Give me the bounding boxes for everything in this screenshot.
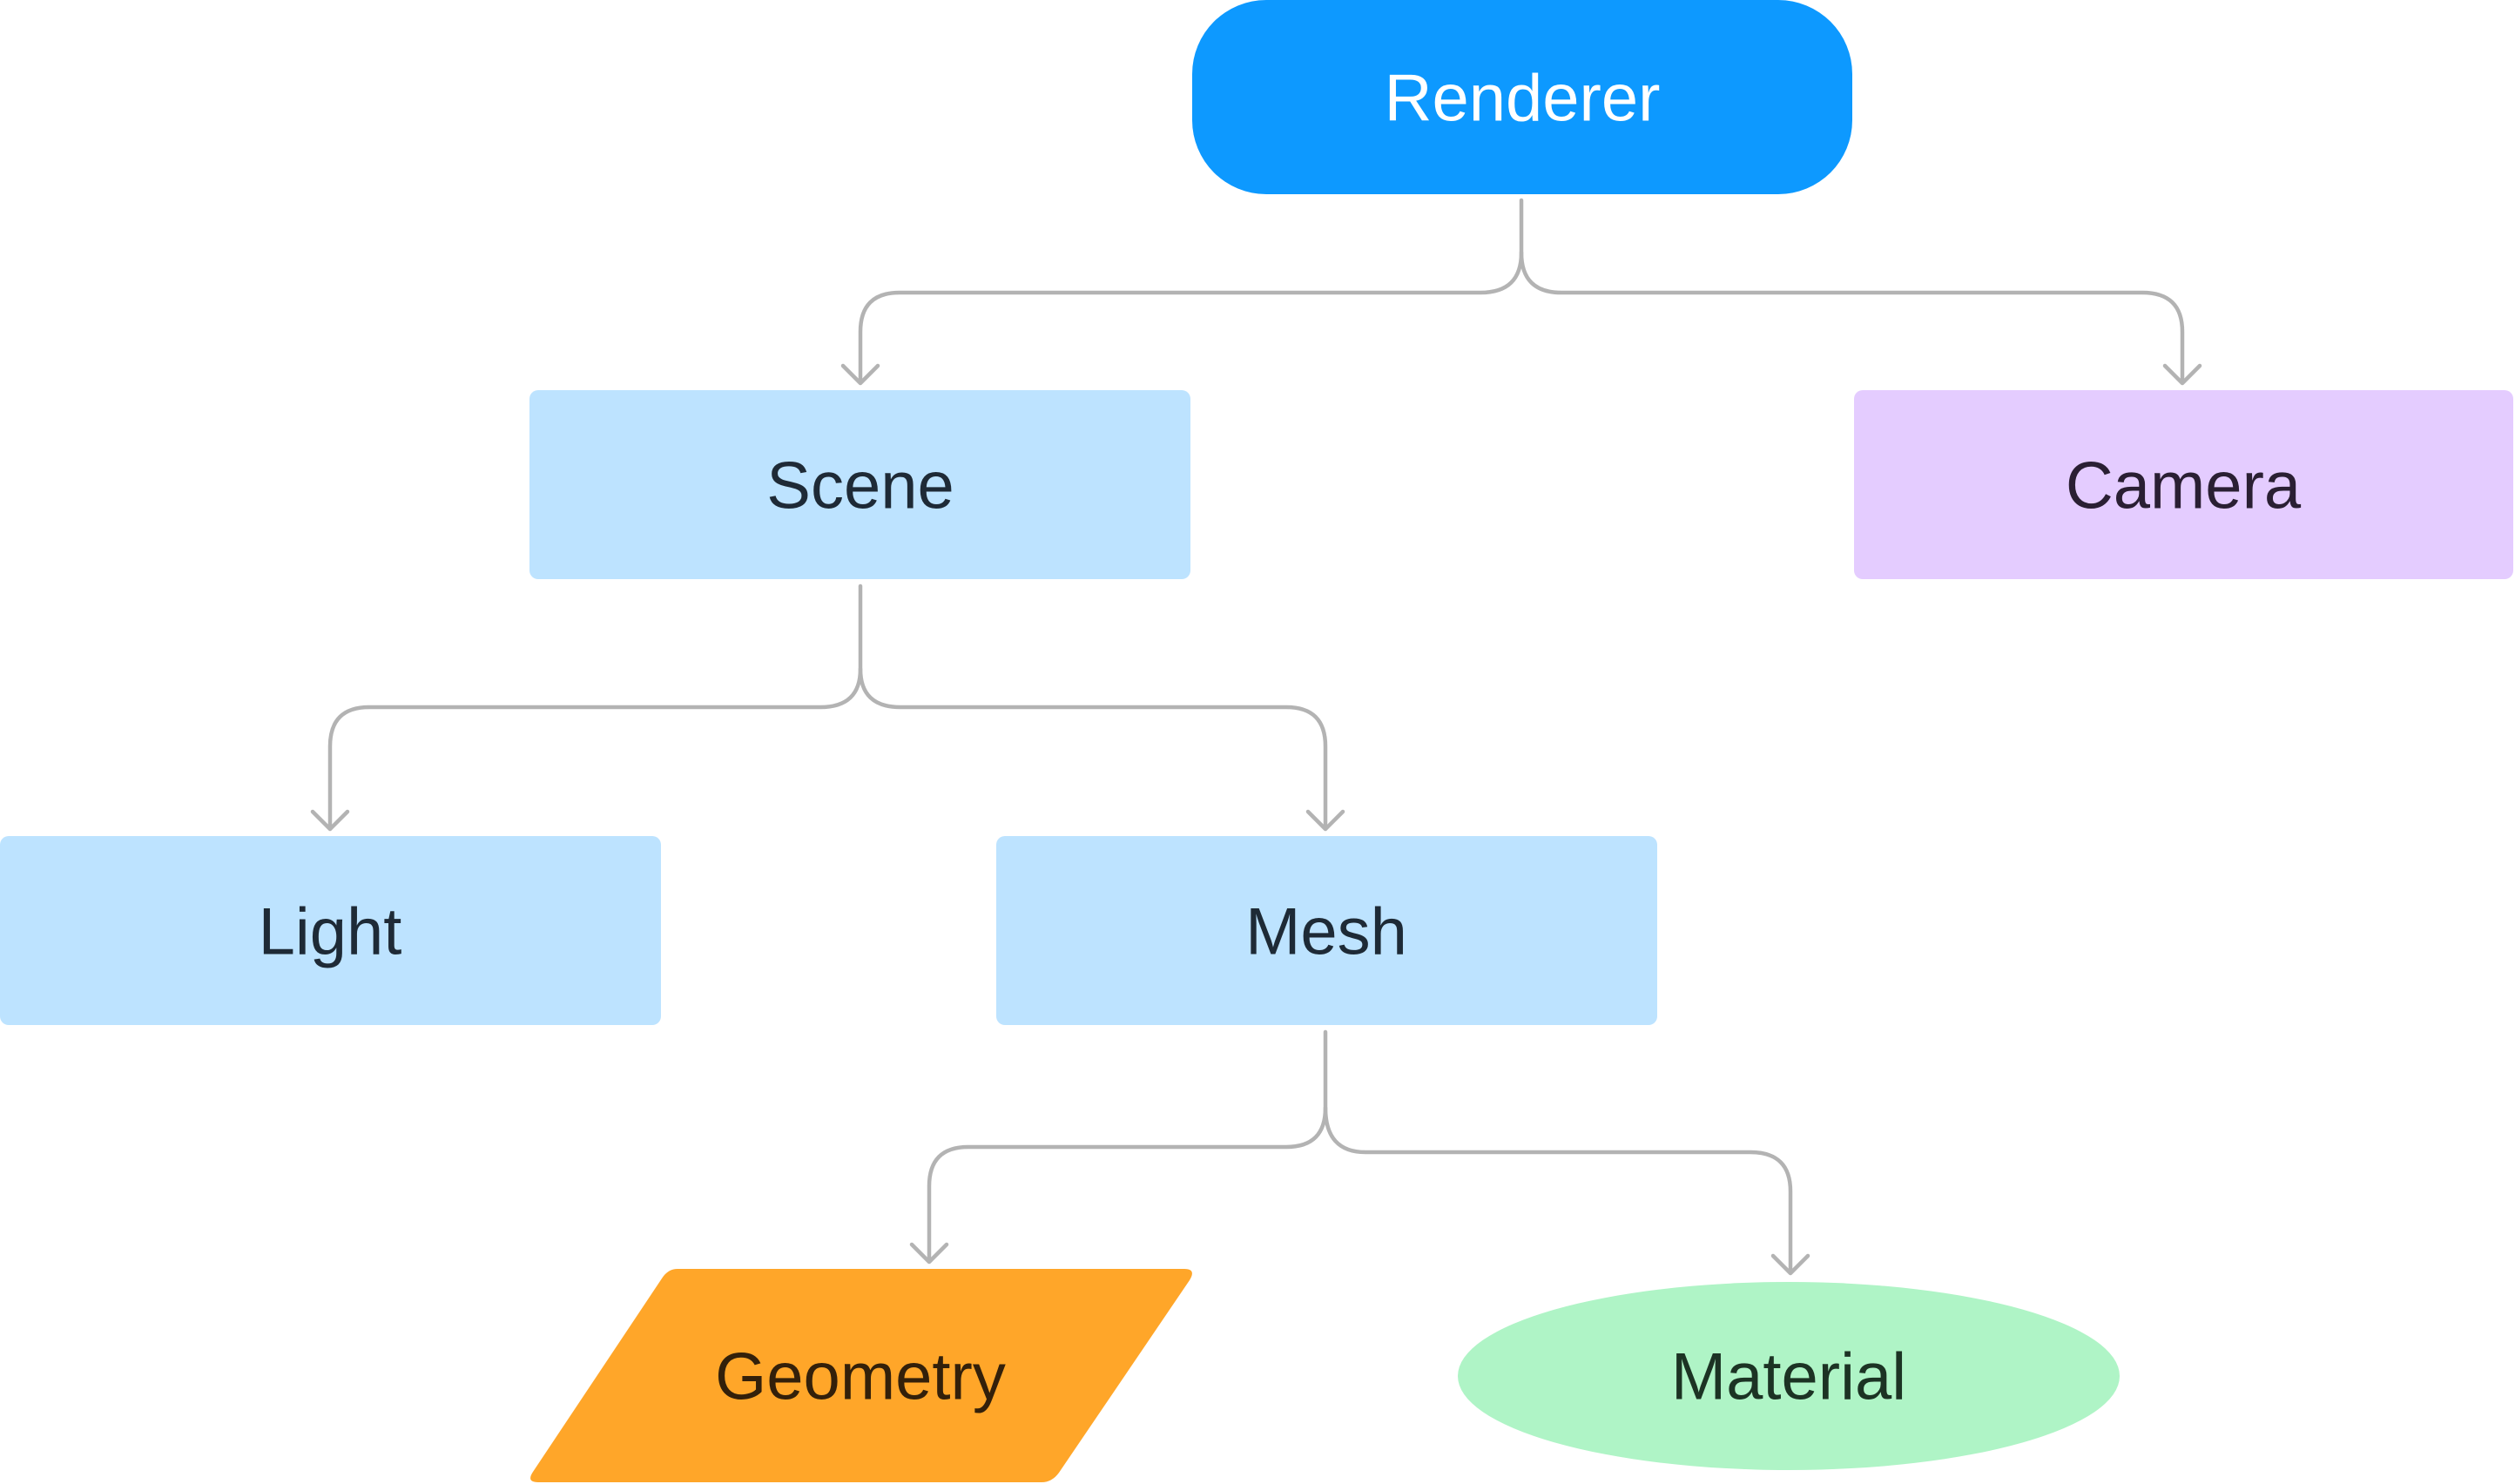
edge-scene-to-light bbox=[327, 583, 863, 830]
node-material-label: Material bbox=[1671, 1340, 1906, 1414]
node-scene[interactable]: Scene bbox=[529, 390, 1190, 579]
arrowhead-camera bbox=[2162, 363, 2202, 386]
node-renderer-shape bbox=[1192, 0, 1852, 194]
edge-mesh-to-geometry bbox=[927, 1029, 1328, 1263]
arrowhead-light bbox=[310, 809, 350, 832]
node-light-shape bbox=[0, 836, 661, 1025]
node-material[interactable]: Material bbox=[1458, 1282, 2120, 1470]
arrowhead-scene bbox=[840, 363, 880, 386]
node-geometry-shape bbox=[530, 1269, 1192, 1482]
arrowhead-geometry bbox=[909, 1242, 949, 1265]
node-mesh-label: Mesh bbox=[1245, 895, 1407, 969]
node-scene-label: Scene bbox=[766, 449, 954, 523]
node-camera[interactable]: Camera bbox=[1854, 390, 2513, 579]
node-light[interactable]: Light bbox=[0, 836, 661, 1025]
node-camera-shape bbox=[1854, 390, 2513, 579]
node-geometry-label: Geometry bbox=[715, 1340, 1006, 1414]
node-light-label: Light bbox=[259, 895, 402, 969]
arrowhead-material bbox=[1770, 1253, 1810, 1276]
node-scene-shape bbox=[529, 390, 1190, 579]
edge-mesh-to-material bbox=[1323, 1105, 1793, 1274]
node-renderer-label: Renderer bbox=[1385, 62, 1661, 136]
node-geometry[interactable]: Geometry bbox=[530, 1269, 1192, 1482]
node-renderer[interactable]: Renderer bbox=[1192, 0, 1852, 194]
node-camera-label: Camera bbox=[2066, 449, 2302, 523]
arrowhead-mesh bbox=[1305, 809, 1345, 832]
edge-scene-to-mesh bbox=[858, 666, 1328, 830]
node-mesh[interactable]: Mesh bbox=[996, 836, 1657, 1025]
connectors bbox=[310, 198, 2202, 1276]
edge-renderer-to-scene bbox=[858, 198, 1524, 384]
node-material-shape bbox=[1458, 1282, 2120, 1470]
node-mesh-shape bbox=[996, 836, 1657, 1025]
edge-renderer-to-camera bbox=[1519, 250, 2185, 384]
